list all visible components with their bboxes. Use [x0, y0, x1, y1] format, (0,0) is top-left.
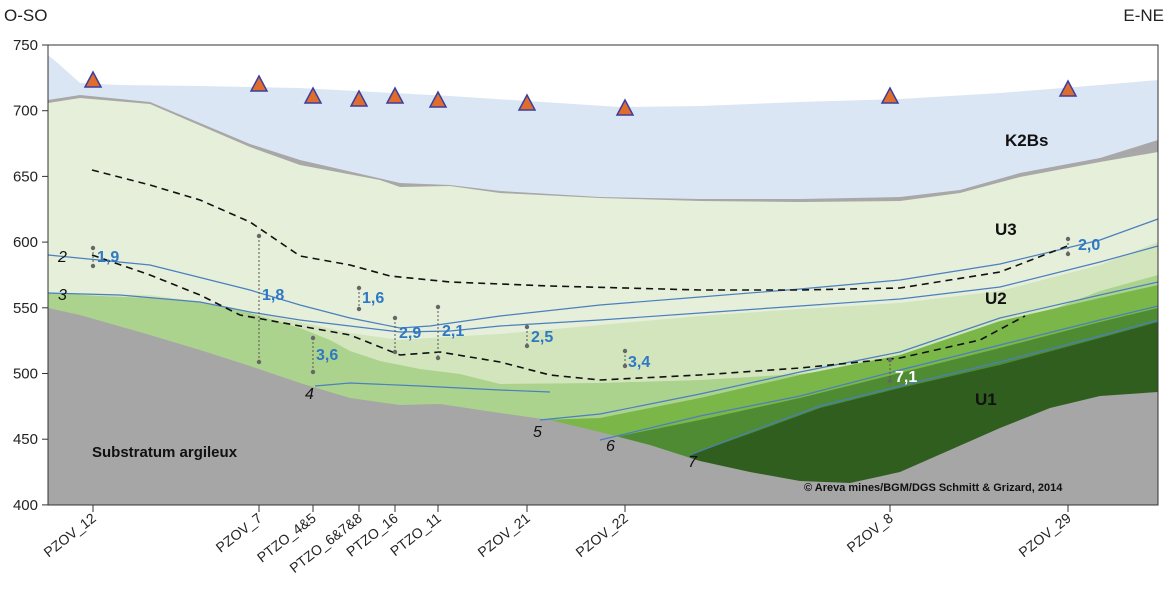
- y-axis: 750 700 650 600 550 500 450 400: [13, 37, 48, 514]
- unit-label-u2: U2: [985, 289, 1007, 308]
- y-tick-label: 550: [13, 300, 38, 317]
- substratum-layer: [48, 308, 1158, 505]
- contour-lines: [47, 218, 1159, 456]
- well-screen-bottom: [356, 306, 362, 312]
- well-label: PZOV_8: [844, 510, 896, 556]
- well-marker-triangle: [1058, 79, 1078, 97]
- direction-right: E-NE: [1123, 6, 1164, 25]
- dashed-line-lower: [91, 254, 1026, 381]
- well-screen-top: [90, 245, 96, 251]
- y-tick-label: 450: [13, 431, 38, 448]
- well-marker-triangle: [349, 89, 369, 107]
- well-screen-bottom: [887, 378, 893, 384]
- well-screen-top: [622, 348, 628, 354]
- contour-3: [47, 245, 1159, 333]
- well-label: PZOV_21: [475, 510, 533, 561]
- well-value: 1,9: [97, 249, 119, 266]
- well-screen-bottom: [256, 359, 262, 365]
- contour-7: [689, 319, 1159, 456]
- well-screen-bottom: [622, 363, 628, 369]
- y-tick-label: 650: [13, 168, 38, 185]
- contour-6: [599, 305, 1159, 441]
- well-screen-bottom: [435, 355, 441, 361]
- well-marker-triangle: [249, 74, 269, 92]
- well-marker-triangle: [83, 70, 103, 88]
- well-value: 2,9: [399, 325, 421, 342]
- well-value: 2,0: [1078, 237, 1100, 254]
- horizon-7: 7: [688, 454, 698, 471]
- y-tick-label: 700: [13, 103, 38, 120]
- horizon-4: 4: [305, 386, 314, 403]
- y-tick-label: 600: [13, 234, 38, 251]
- well-value: 7,1: [895, 369, 917, 386]
- plot-frame: [47, 44, 1159, 506]
- unit-label-u3: U3: [995, 220, 1017, 239]
- well-value: 1,6: [362, 290, 384, 307]
- well-screen-top: [256, 233, 262, 239]
- horizon-2: 2: [57, 249, 67, 266]
- direction-left: O-SO: [4, 6, 48, 25]
- contour-5: [539, 281, 1159, 421]
- well-screen-top: [310, 335, 316, 341]
- well-screen-bottom: [524, 343, 530, 349]
- well-value: 2,1: [442, 323, 464, 340]
- copyright-text: © Areva mines/BGM/DGS Schmitt & Grizard,…: [804, 482, 1063, 494]
- well-screen-bottom: [392, 349, 398, 355]
- contour-4: [314, 382, 551, 393]
- well-screen-top: [887, 357, 893, 363]
- well-marker-triangle: [385, 86, 405, 104]
- well-marker-triangle: [880, 86, 900, 104]
- well-marker-triangle: [615, 98, 635, 116]
- well-value: 1,8: [262, 287, 284, 304]
- well-value: 3,4: [628, 354, 650, 371]
- well-screen-top: [524, 324, 530, 330]
- y-tick-label: 750: [13, 37, 38, 54]
- well-screen-top: [392, 315, 398, 321]
- well-label: PZOV_22: [573, 510, 631, 561]
- well-screen-bottom: [90, 263, 96, 269]
- well-marker-triangle: [303, 86, 323, 104]
- horizon-5: 5: [533, 424, 542, 441]
- well-screen-bottom: [310, 369, 316, 375]
- well-label: PZOV_29: [1016, 510, 1074, 561]
- well-marker-triangle: [517, 93, 537, 111]
- horizon-6: 6: [606, 438, 615, 455]
- dashed-line-upper: [91, 169, 1071, 291]
- y-tick-label: 400: [13, 497, 38, 514]
- unit-label-u1: U1: [975, 390, 997, 409]
- well-label: PZOV_12: [41, 510, 99, 561]
- well-screen-bottom: [1065, 251, 1071, 257]
- unit-label-k2bs: K2Bs: [1005, 131, 1048, 150]
- well-label: PZOV_7: [213, 510, 265, 556]
- horizon-3: 3: [58, 287, 67, 304]
- horizon-numbers: 2 3 4 5 6 7: [57, 249, 698, 471]
- well-value: 2,5: [531, 329, 553, 346]
- well-screen-top: [1065, 236, 1071, 242]
- well-screen-top: [435, 304, 441, 310]
- well-value: 3,6: [316, 347, 338, 364]
- well-marker-triangle: [428, 90, 448, 108]
- y-tick-label: 500: [13, 366, 38, 383]
- well-screen-top: [356, 285, 362, 291]
- contour-2: [47, 218, 1159, 329]
- substratum-label: Substratum argileux: [92, 444, 238, 461]
